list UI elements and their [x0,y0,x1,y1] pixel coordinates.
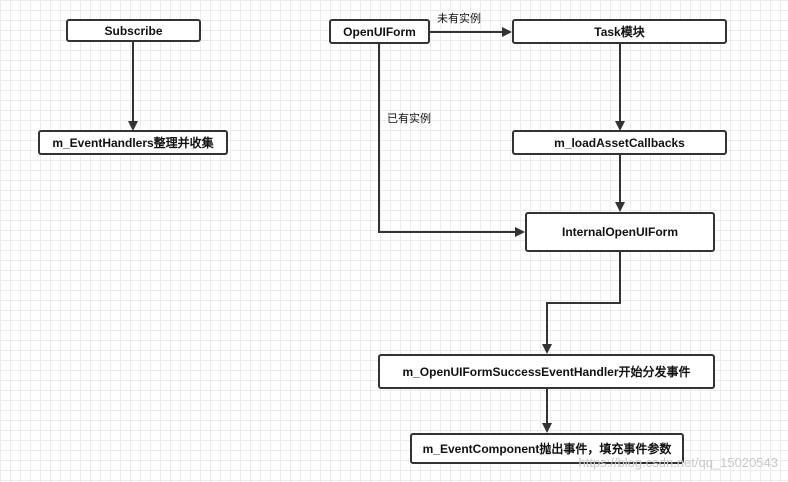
edge-label-has-instance: 已有实例 [387,113,431,125]
node-event-component-label: m_EventComponent抛出事件，填充事件参数 [422,442,672,456]
node-event-component[interactable]: m_EventComponent抛出事件，填充事件参数 [410,433,684,464]
node-task-module-label: Task模块 [594,25,645,39]
node-internal-open-ui-form-label: InternalOpenUIForm [561,225,678,239]
edge-internal-to-successhandler [542,252,621,354]
edge-label-no-instance: 未有实例 [437,13,481,25]
node-subscribe[interactable]: Subscribe [66,19,201,42]
watermark: https://blog.csdn.net/qq_15020543 [578,455,779,470]
node-load-asset-callbacks[interactable]: m_loadAssetCallbacks [512,130,727,155]
node-internal-open-ui-form[interactable]: InternalOpenUIForm [525,212,715,252]
node-success-handler[interactable]: m_OpenUIFormSuccessEventHandler开始分发事件 [378,354,715,389]
edge-openuiform-to-internal [378,44,525,237]
node-subscribe-label: Subscribe [104,23,163,38]
node-load-asset-callbacks-label: m_loadAssetCallbacks [554,135,685,150]
node-open-ui-form-label: OpenUIForm [343,24,416,39]
node-task-module[interactable]: Task模块 [512,19,727,44]
node-event-handlers-label: m_EventHandlers整理并收集 [52,136,214,150]
node-event-handlers[interactable]: m_EventHandlers整理并收集 [38,130,228,155]
node-open-ui-form[interactable]: OpenUIForm [329,19,430,44]
node-success-handler-label: m_OpenUIFormSuccessEventHandler开始分发事件 [402,365,691,379]
